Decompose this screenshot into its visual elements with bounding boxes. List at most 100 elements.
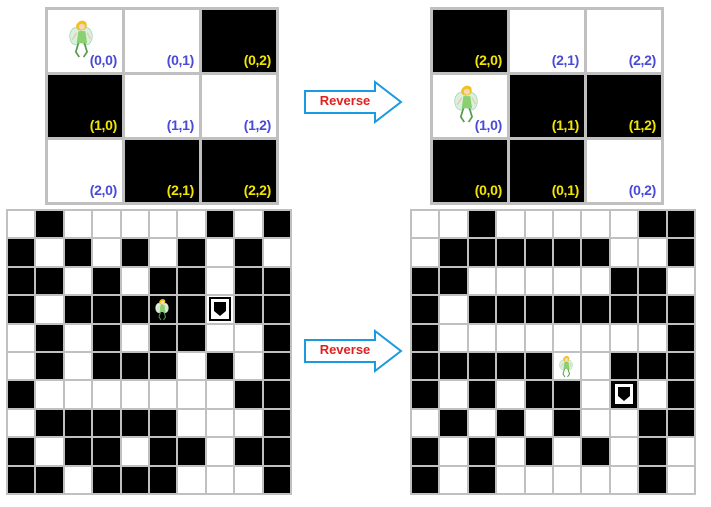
reverse-arrow-top: Reverse [303, 79, 403, 125]
maze-cell [639, 324, 666, 351]
maze-cell [36, 239, 63, 266]
cell-coordinate-label: (1,0) [474, 117, 503, 133]
maze-cell [64, 211, 92, 238]
maze-cell [149, 409, 177, 437]
maze-cell [8, 409, 35, 437]
stairs-exit-icon [612, 382, 635, 407]
maze-cell [525, 211, 552, 238]
maze-cell [525, 381, 552, 408]
maze-cell [178, 324, 205, 351]
grid-cell: (0,0) [48, 10, 122, 72]
maze-cell [610, 381, 638, 408]
maze-cell [468, 296, 496, 323]
maze-cell [36, 466, 63, 493]
maze-cell [64, 352, 92, 380]
fairy-icon [454, 85, 478, 123]
maze-cell [582, 324, 609, 351]
maze-cell [235, 352, 262, 380]
maze-cell [178, 381, 205, 408]
grid-cell: (2,1) [125, 140, 199, 202]
maze-cell [121, 352, 148, 380]
maze-cell [64, 466, 92, 493]
maze-cell [93, 466, 120, 493]
maze-cell [468, 239, 496, 266]
maze-cell [8, 239, 35, 266]
maze-cell [667, 466, 694, 493]
maze-cell [468, 211, 496, 238]
maze-cell [206, 466, 234, 493]
maze-cell [206, 324, 234, 351]
maze-cell [149, 267, 177, 295]
grid-cell: (2,0) [48, 140, 122, 202]
maze-cell [206, 296, 234, 323]
maze-cell [8, 352, 35, 380]
maze-cell [412, 409, 439, 437]
maze-cell [121, 211, 148, 238]
maze-cell [497, 239, 524, 266]
maze-cell [582, 267, 609, 295]
grid-cell: (1,2) [202, 75, 276, 137]
cell-coordinate-label: (0,1) [166, 52, 195, 68]
maze-cell [553, 381, 581, 408]
maze-cell [412, 381, 439, 408]
maze-cell [525, 438, 552, 465]
maze-cell [667, 296, 694, 323]
maze-cell [639, 211, 666, 238]
maze-cell [412, 438, 439, 465]
cell-coordinate-label: (2,0) [474, 52, 503, 68]
maze-cell [8, 211, 35, 238]
maze-cell [93, 296, 120, 323]
maze-cell [149, 296, 177, 323]
maze-cell [36, 211, 63, 238]
maze-cell [93, 324, 120, 351]
maze-cell [8, 438, 35, 465]
maze-cell [582, 296, 609, 323]
grid-cell: (2,1) [510, 10, 584, 72]
maze-cell [667, 381, 694, 408]
maze-cell [206, 267, 234, 295]
cell-coordinate-label: (0,2) [243, 52, 272, 68]
maze-cell [440, 211, 467, 238]
cell-coordinate-label: (0,0) [474, 182, 503, 198]
maze-cell [553, 438, 581, 465]
maze-cell [206, 239, 234, 266]
maze-cell [667, 267, 694, 295]
grid-cell: (2,0) [433, 10, 507, 72]
maze-cell [36, 352, 63, 380]
maze-cell [121, 267, 148, 295]
maze-cell [121, 409, 148, 437]
maze-cell [36, 267, 63, 295]
maze-cell [610, 296, 638, 323]
maze-cell [64, 267, 92, 295]
grid-cell: (1,2) [587, 75, 661, 137]
maze-cell [468, 409, 496, 437]
maze-cell [412, 352, 439, 380]
maze-cell [440, 267, 467, 295]
fairy-sprite [68, 14, 94, 67]
maze-cell [525, 296, 552, 323]
fairy-icon [69, 20, 93, 58]
maze-cell [610, 324, 638, 351]
cell-coordinate-label: (1,2) [243, 117, 272, 133]
maze-cell [178, 352, 205, 380]
maze-cell [667, 239, 694, 266]
maze-cell [263, 438, 290, 465]
maze-cell [582, 211, 609, 238]
right-arrow-icon [304, 79, 403, 125]
maze-cell [610, 352, 638, 380]
grid-cell: (1,1) [510, 75, 584, 137]
maze-cell [610, 466, 638, 493]
fairy-sprite [558, 354, 574, 383]
maze-cell [149, 466, 177, 493]
maze-cell [178, 409, 205, 437]
maze-cell [206, 409, 234, 437]
maze-cell [235, 211, 262, 238]
maze-cell [206, 211, 234, 238]
maze-cell [178, 239, 205, 266]
maze-cell [412, 239, 439, 266]
maze-cell [235, 438, 262, 465]
maze-cell [525, 239, 552, 266]
maze-cell [178, 438, 205, 465]
maze-cell [64, 296, 92, 323]
maze-cell [178, 296, 205, 323]
